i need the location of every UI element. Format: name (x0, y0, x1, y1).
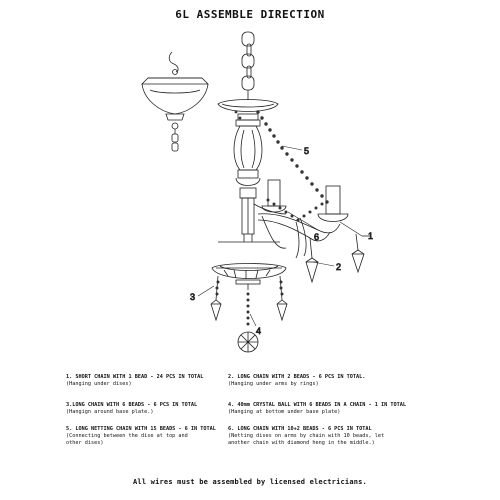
callout-3: 3 (190, 292, 195, 302)
ceiling-canopy (141, 51, 209, 152)
note-5-main: 5. LONG NETTING CHAIN WITH 15 BEADS - 6 … (66, 426, 216, 432)
note-2-sub: (Hanging under arms by rings) (228, 381, 319, 387)
note-1-main: 1. SHORT CHAIN WITH 1 BEAD - 24 PCS IN T… (66, 374, 204, 380)
note-5-sub-a: (Connecting between the dise at top and (66, 433, 188, 439)
note-2-main: 2. LONG CHAIN WITH 2 BEADS - 6 PCS IN TO… (228, 374, 366, 380)
base-plate (210, 263, 288, 322)
note-2: 2. LONG CHAIN WITH 2 BEADS - 6 PCS IN TO… (228, 374, 428, 388)
bead-chains (234, 110, 329, 222)
callout-1: 1 (368, 231, 373, 241)
note-6-main: 6. LONG CHAIN WITH 10+2 BEADS - 6 PCS IN… (228, 426, 372, 432)
chandelier-body (217, 31, 370, 284)
note-4-sub: (Hanging at bottom under base plate) (228, 409, 341, 415)
chandelier-diagram: 1 2 3 4 5 6 (141, 31, 373, 353)
callout-6: 6 (314, 232, 319, 242)
note-1: 1. SHORT CHAIN WITH 1 BEAD - 24 PCS IN T… (66, 374, 266, 388)
electrician-warning: All wires must be assembled by licensed … (133, 478, 367, 486)
note-1-sub: (Hanging under dises) (66, 381, 132, 387)
note-5-sub-b: other dises) (66, 440, 104, 446)
callout-4: 4 (256, 326, 261, 336)
note-6-sub-b: another chain with diamond heng in the m… (228, 440, 375, 446)
leader-lines (197, 145, 363, 327)
diagram-title: 6L ASSEMBLE DIRECTION (175, 8, 325, 21)
callout-5: 5 (304, 146, 309, 156)
note-6-sub-a: (Netting dises on arms by chain with 10 … (228, 433, 385, 439)
note-3-main: 3.LONG CHAIN WITH 6 BEADS - 6 PCS IN TOT… (66, 402, 198, 408)
note-6: 6. LONG CHAIN WITH 10+2 BEADS - 6 PCS IN… (228, 426, 428, 447)
note-4: 4. 40mm CRYSTAL BALL WITH 6 BEADS IN A C… (228, 402, 428, 416)
note-4-main: 4. 40mm CRYSTAL BALL WITH 6 BEADS IN A C… (228, 402, 407, 408)
base-plate-beads (215, 280, 284, 326)
note-5: 5. LONG NETTING CHAIN WITH 15 BEADS - 6 … (66, 426, 266, 447)
crystal-ball (237, 331, 259, 353)
note-3-sub: (Hangign around base plate.) (66, 409, 154, 415)
note-3: 3.LONG CHAIN WITH 6 BEADS - 6 PCS IN TOT… (66, 402, 266, 416)
callout-2: 2 (336, 262, 341, 272)
